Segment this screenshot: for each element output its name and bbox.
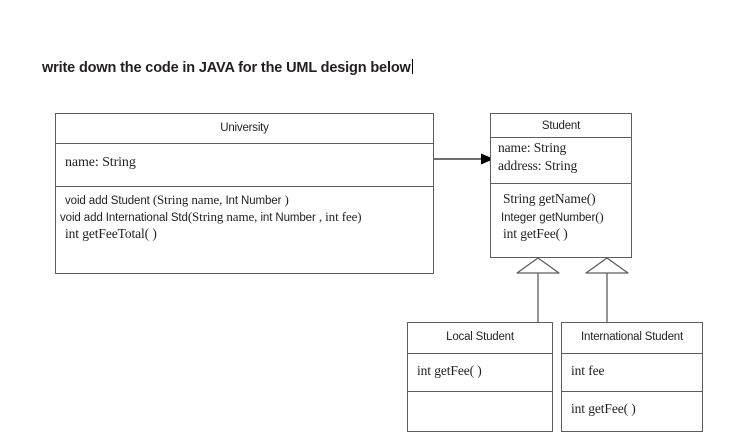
- method-part: int Number: [260, 212, 316, 224]
- class-name-university: University: [220, 122, 269, 134]
- compartment-divider: [56, 186, 433, 187]
- method-university-add-student: void add Student (String name, Int Numbe…: [65, 192, 289, 208]
- compartment-divider: [491, 137, 631, 138]
- compartment-divider: [562, 353, 702, 354]
- method-part: ): [281, 192, 289, 207]
- method-university-add-international: void add International Std(String name, …: [60, 209, 362, 225]
- method-part: Number: [554, 212, 596, 224]
- method-part: (String name,: [152, 192, 226, 207]
- method-student-get-fee: int getFee( ): [503, 226, 568, 241]
- prompt-text: write down the code in JAVA for the UML …: [42, 60, 411, 76]
- method-part: void add Student: [65, 195, 153, 207]
- method-international-student-get-fee: int getFee( ): [571, 401, 636, 416]
- method-part: (): [595, 209, 604, 224]
- generalization-international-student: [585, 257, 629, 322]
- method-university-get-fee-total: int getFeeTotal( ): [65, 226, 157, 241]
- method-part: Int Number: [225, 195, 282, 207]
- generalization-local-student: [516, 257, 560, 322]
- attribute-university-name: name: String: [65, 155, 136, 170]
- compartment-divider: [56, 143, 433, 144]
- compartment-divider: [408, 353, 552, 354]
- class-name-student: Student: [541, 120, 581, 132]
- class-name-international-student: International Student: [581, 331, 683, 343]
- method-student-get-name: String getName(): [503, 191, 596, 206]
- class-name-local-student: Local Student: [446, 331, 514, 343]
- prompt-line[interactable]: write down the code in JAVA for the UML …: [42, 57, 413, 76]
- compartment-divider: [408, 391, 552, 392]
- compartment-divider: [562, 391, 702, 392]
- class-box-local-student[interactable]: Local Student int getFee( ): [407, 322, 553, 432]
- text-cursor-icon: [411, 59, 413, 74]
- attribute-student-address: address: String: [498, 158, 578, 173]
- association-university-student: [434, 153, 494, 165]
- method-part: , int fee): [315, 209, 362, 224]
- attribute-local-student-get-fee: int getFee( ): [417, 363, 482, 378]
- method-student-get-number: Integer getNumber(): [501, 209, 604, 225]
- attribute-student-name: name: String: [498, 140, 567, 155]
- attribute-international-student-fee: int fee: [571, 363, 605, 378]
- class-box-international-student[interactable]: International Student int fee int getFee…: [561, 322, 703, 432]
- compartment-divider: [491, 183, 631, 184]
- class-box-university[interactable]: University name: String void add Student…: [55, 113, 434, 274]
- method-part: (String name,: [187, 209, 261, 224]
- method-part: void add International Std: [60, 212, 188, 224]
- method-part: Integer get: [501, 212, 555, 224]
- class-box-student[interactable]: Student name: String address: String Str…: [490, 113, 632, 258]
